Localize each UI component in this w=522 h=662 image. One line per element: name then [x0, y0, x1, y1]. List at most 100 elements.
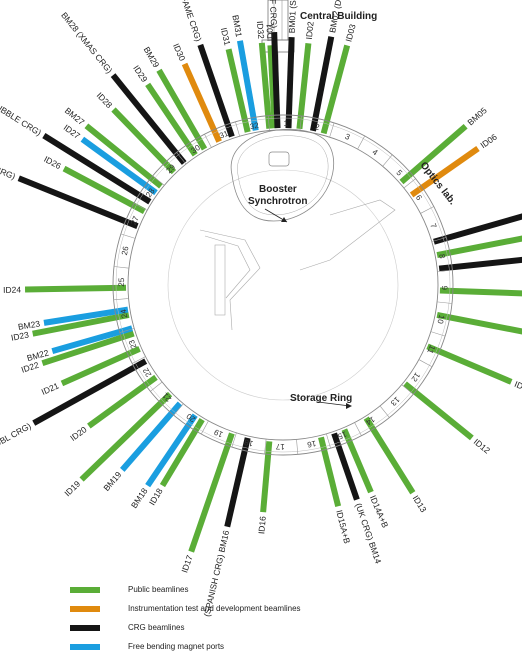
- cell-number: 23: [127, 338, 139, 350]
- beamline-label: BM18: [129, 486, 150, 510]
- beamline-bm01-sw-nor-crg: [285, 37, 295, 129]
- cell-number: 18: [243, 437, 254, 448]
- beamline-label: ID19: [62, 479, 82, 499]
- cell-divider: [173, 403, 184, 416]
- cell-divider: [326, 433, 331, 449]
- beamline-label: ID16: [256, 515, 268, 534]
- cell-divider: [403, 178, 416, 189]
- beamline-label: BM01 (SW/NOR CRG): [287, 0, 300, 33]
- legend-swatch-crg: [70, 624, 100, 631]
- central-building-label: Central Building: [300, 11, 377, 22]
- cell-divider: [357, 135, 366, 150]
- beamline-bm19: [120, 401, 183, 472]
- beamline-id23: [32, 312, 130, 337]
- cell-divider: [204, 134, 212, 148]
- legend: Public beamlines Instrumentation test an…: [70, 580, 470, 656]
- beamline-label: ID24: [3, 285, 21, 295]
- cell-number: 15: [336, 429, 348, 441]
- beamline-id11: [426, 343, 513, 385]
- beamline-label: BM28 (XMAS CRG): [59, 10, 114, 75]
- legend-item-public: Public beamlines: [70, 580, 470, 599]
- beamline-id10a-b: [436, 312, 522, 335]
- beamline-spanish-crg-bm16: [224, 437, 251, 528]
- beamline-bm31: [236, 40, 259, 131]
- cell-divider: [132, 356, 146, 364]
- cell-divider: [267, 115, 270, 131]
- beamline-bm23: [43, 306, 129, 326]
- beamline-label: BM19: [101, 469, 123, 493]
- beamline-bm22: [51, 325, 133, 355]
- beamline-label: ID11: [513, 379, 522, 395]
- cell-number: 25: [117, 277, 126, 287]
- legend-label: Free bending magnet ports: [128, 642, 225, 651]
- beamline-id22: [41, 330, 135, 367]
- cell-number: 9: [440, 285, 449, 290]
- cell-divider: [420, 206, 434, 214]
- beamline-label: ID02: [304, 21, 316, 40]
- cell-number: 31: [218, 129, 230, 141]
- beamline-id09: [439, 287, 522, 297]
- injection-area: [199, 199, 396, 331]
- beamline-label: ID01: [264, 23, 275, 42]
- cell-number: 24: [119, 308, 130, 319]
- beamline-id06: [409, 146, 480, 198]
- cell-number: 10: [435, 314, 446, 325]
- cell-divider: [379, 405, 390, 418]
- cell-divider: [235, 121, 240, 137]
- beamline-label: BM25 (SPANISH-SPLINE CRG): [0, 127, 17, 182]
- beamline-label: BM32 (IF CRG): [267, 0, 279, 29]
- beamline-uk-crg-bm14: [331, 432, 360, 501]
- beamline-id17: [188, 432, 235, 553]
- beamline-label: BM20 (ROBL CRG): [0, 421, 33, 466]
- cell-number: 5: [394, 168, 404, 178]
- cell-divider: [382, 154, 393, 167]
- beamline-label: BM31: [230, 14, 244, 38]
- beamline-id12: [403, 381, 474, 441]
- cell-number: 3: [344, 132, 352, 142]
- beamline-id26: [62, 165, 146, 214]
- cell-divider: [354, 422, 362, 436]
- cell-number: 27: [129, 214, 141, 226]
- beamline-bm18: [145, 413, 198, 488]
- beamline-id02: [296, 43, 312, 130]
- legend-swatch-public: [70, 586, 100, 593]
- cell-divider: [329, 122, 335, 138]
- beamline-bm25-spanish-spline-crg: [17, 175, 139, 229]
- ring-circle: [127, 129, 439, 441]
- beamline-label: ID03: [343, 23, 357, 43]
- beamlines-group: [17, 32, 522, 553]
- cell-divider: [401, 384, 414, 395]
- inner-hall-circle: [167, 169, 399, 401]
- beamline-id14a-b: [341, 428, 374, 494]
- beamline-label: ID06: [478, 132, 499, 151]
- cell-divider: [152, 175, 165, 186]
- beamline-bm07-graal: [433, 213, 522, 245]
- cell-number: 17: [275, 442, 285, 451]
- cell-divider: [119, 328, 135, 333]
- ring-circle: [112, 114, 454, 456]
- beamline-id20: [87, 374, 158, 429]
- storage-ring: [112, 114, 454, 456]
- cell-divider: [113, 266, 129, 269]
- beamline-label: BM29: [142, 45, 162, 69]
- cell-divider: [430, 331, 446, 337]
- beamline-id29: [145, 82, 198, 157]
- beamline-id13: [363, 416, 416, 495]
- legend-label: Instrumentation test and development bea…: [128, 604, 301, 613]
- beamline-label: ID13: [411, 494, 429, 515]
- beamline-id16: [260, 441, 273, 513]
- beamline-id28: [111, 107, 177, 175]
- beamline-label: ID31: [219, 27, 233, 47]
- legend-label: CRG beamlines: [128, 623, 185, 632]
- beamline-id21: [60, 346, 141, 387]
- cell-number: 7: [428, 222, 438, 230]
- cell-number: 11: [425, 344, 437, 356]
- beamline-id30: [181, 62, 222, 143]
- cell-number: 19: [212, 427, 224, 439]
- cell-number: 16: [306, 439, 317, 450]
- legend-swatch-instrumentation: [70, 605, 100, 612]
- legend-label: Public beamlines: [128, 585, 189, 594]
- cell-divider: [437, 301, 453, 304]
- cell-divider: [176, 152, 187, 165]
